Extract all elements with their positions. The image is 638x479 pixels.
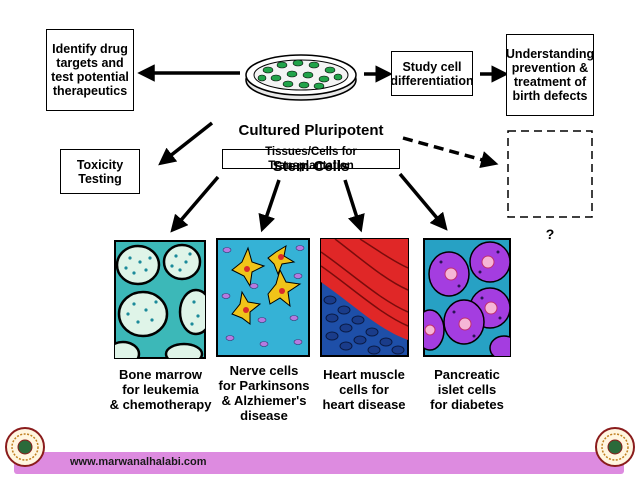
arrow-to-bone-marrow <box>170 175 220 233</box>
footer-url[interactable]: www.marwanalhalabi.com <box>70 456 207 468</box>
arrow-to-unknown <box>402 136 499 169</box>
toxicity-testing-text: Toxicity Testing <box>76 157 124 186</box>
tissues-cells-box: Tissues/Cells for Transplantation <box>222 146 400 172</box>
right-seal-icon <box>595 427 635 467</box>
arrow-to-heart <box>343 179 365 233</box>
nerve-cells-panel <box>216 238 310 357</box>
center-title-line2: Stem Cells <box>272 158 350 175</box>
heart-muscle-label: Heart muscle cells for heart disease <box>322 367 406 412</box>
identify-drug-targets-text: Identify drug targets and test potential… <box>51 42 129 98</box>
left-seal-icon <box>5 427 45 467</box>
study-cell-differentiation-text: Study cell differentiation <box>390 59 474 88</box>
pancreatic-islet-label: Pancreatic islet cells for diabetes <box>430 367 504 412</box>
footer-bar: www.marwanalhalabi.com <box>14 452 624 474</box>
heart-muscle-panel <box>320 238 409 357</box>
unknown-question-mark: ? <box>545 226 555 242</box>
tissues-cells-text: Tissues/Cells for Transplantation <box>265 146 357 172</box>
arrow-to-toxicity <box>158 121 214 166</box>
understanding-birth-defects-box: Understanding prevention & treatment of … <box>506 34 594 116</box>
study-cell-differentiation-box: Study cell differentiation <box>390 51 474 96</box>
arrow-to-nerve <box>258 179 281 233</box>
nerve-cells-label: Nerve cells for Parkinsons & Alzhiemer's… <box>218 363 310 423</box>
toxicity-testing-box: Toxicity Testing <box>60 149 140 194</box>
petri-dish-icon <box>245 54 357 101</box>
bone-marrow-panel <box>114 240 206 359</box>
center-title: Cultured Pluripotent Stem Cells <box>226 104 396 194</box>
unknown-box <box>507 130 593 218</box>
arrow-to-pancreas <box>398 172 448 231</box>
understanding-birth-defects-text: Understanding prevention & treatment of … <box>505 47 595 103</box>
bone-marrow-label: Bone marrow for leukemia & chemotherapy <box>109 367 212 412</box>
center-title-line1: Cultured Pluripotent <box>238 122 384 139</box>
identify-drug-targets-box: Identify drug targets and test potential… <box>46 29 134 111</box>
pancreatic-islet-panel <box>423 238 511 357</box>
